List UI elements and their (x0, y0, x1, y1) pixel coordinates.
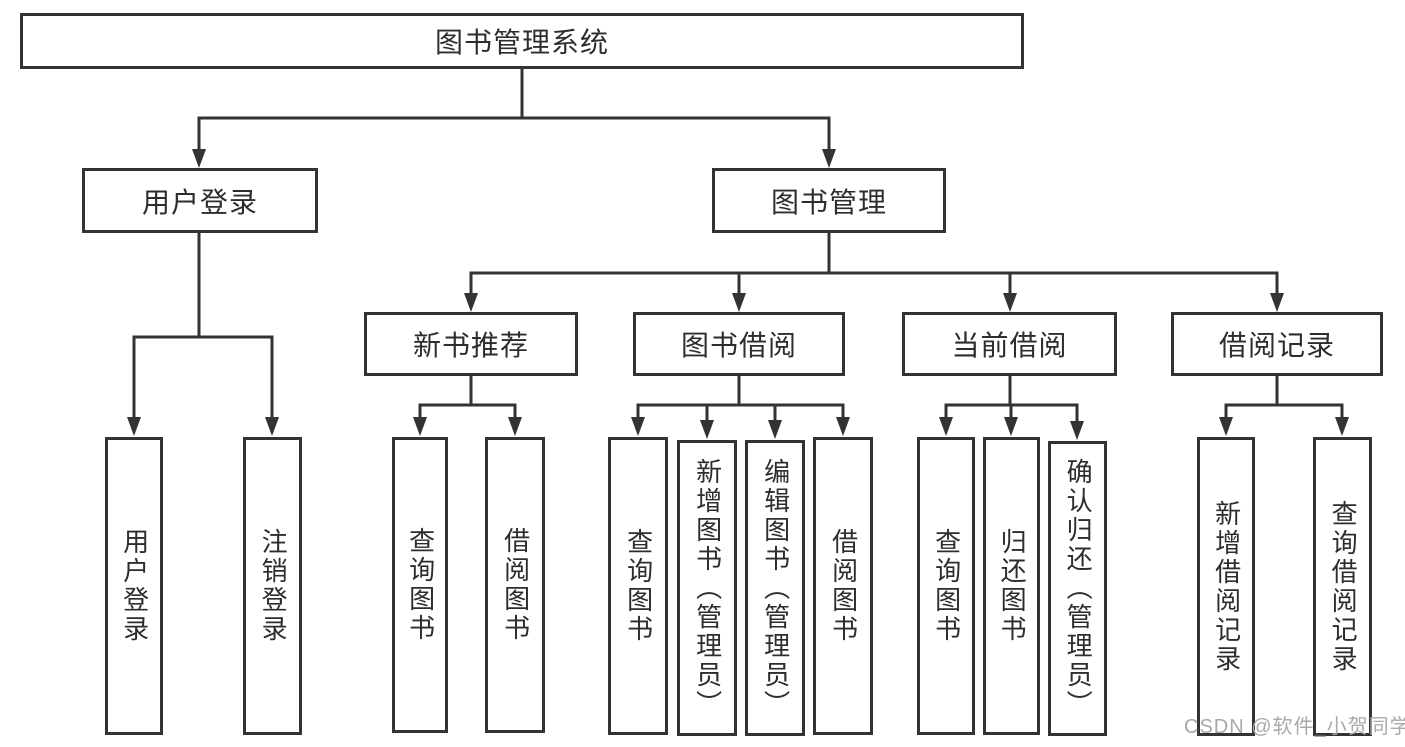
node-user-login: 用户登录 (82, 168, 318, 233)
arrowhead-down-icon (508, 417, 522, 436)
node-label: 借阅图书 (500, 527, 531, 643)
leaf-logout: 注销登录 (243, 437, 302, 735)
arrowhead-down-icon (1335, 417, 1349, 436)
arrowhead-down-icon (265, 417, 279, 436)
arrowhead-down-icon (192, 149, 206, 168)
node-book-borrowing: 图书借阅 (633, 312, 845, 376)
node-label: 注销登录 (258, 528, 289, 644)
arrowhead-down-icon (413, 417, 427, 436)
node-label: 归还图书 (997, 528, 1028, 644)
node-label: 图书管理系统 (434, 27, 609, 58)
node-label: 新增图书（管理员） (692, 457, 723, 719)
node-label: 查询图书 (931, 528, 962, 644)
leaf-return-books: 归还图书 (983, 437, 1040, 735)
node-label: 当前借阅 (951, 330, 1068, 361)
node-new-book-recommendation: 新书推荐 (364, 312, 578, 376)
leaf-query-books-borrowing: 查询图书 (608, 437, 668, 735)
node-label: 编辑图书（管理员） (760, 457, 791, 719)
csdn-watermark: CSDN @软件_小贺同学 (1184, 716, 1405, 738)
leaf-borrow-books-borrowing: 借阅图书 (813, 437, 873, 735)
node-label: 查询图书 (623, 528, 654, 644)
leaf-borrow-books-recommend: 借阅图书 (485, 437, 545, 733)
node-label: 查询图书 (405, 527, 436, 643)
node-label: 借阅记录 (1218, 330, 1335, 361)
node-book-management-system: 图书管理系统 (20, 13, 1024, 69)
node-label: 图书管理 (770, 186, 887, 218)
arrowhead-down-icon (822, 149, 836, 168)
node-label: 新书推荐 (412, 330, 529, 361)
arrowhead-down-icon (939, 417, 953, 436)
arrowhead-down-icon (1070, 421, 1084, 440)
leaf-add-book-admin: 新增图书（管理员） (677, 440, 737, 736)
arrowhead-down-icon (732, 293, 746, 312)
leaf-query-books-current: 查询图书 (917, 437, 975, 735)
node-label: 借阅图书 (828, 528, 859, 644)
arrowhead-down-icon (1004, 417, 1018, 436)
leaf-query-borrow-record: 查询借阅记录 (1313, 437, 1372, 736)
arrowhead-down-icon (127, 417, 141, 436)
node-label: 确认归还（管理员） (1063, 458, 1094, 719)
arrowhead-down-icon (836, 417, 850, 436)
arrowhead-down-icon (464, 293, 478, 312)
leaf-add-borrow-record: 新增借阅记录 (1197, 437, 1255, 736)
leaf-query-books-recommend: 查询图书 (392, 437, 448, 733)
node-borrowing-records: 借阅记录 (1171, 312, 1383, 376)
node-book-management: 图书管理 (712, 168, 946, 233)
node-label: 新增借阅记录 (1211, 499, 1242, 674)
arrowhead-down-icon (768, 420, 782, 439)
arrowhead-down-icon (1219, 417, 1233, 436)
leaf-edit-book-admin: 编辑图书（管理员） (745, 440, 805, 736)
node-current-borrowing: 当前借阅 (902, 312, 1117, 376)
leaf-confirm-return-admin: 确认归还（管理员） (1048, 441, 1107, 736)
node-label: 查询借阅记录 (1328, 499, 1359, 674)
node-label: 用户登录 (119, 528, 150, 644)
arrowhead-down-icon (700, 420, 714, 439)
arrowhead-down-icon (631, 417, 645, 436)
arrowhead-down-icon (1270, 293, 1284, 312)
node-label: 用户登录 (141, 186, 258, 218)
leaf-user-login: 用户登录 (105, 437, 163, 735)
node-label: 图书借阅 (680, 330, 797, 361)
arrowhead-down-icon (1003, 293, 1017, 312)
